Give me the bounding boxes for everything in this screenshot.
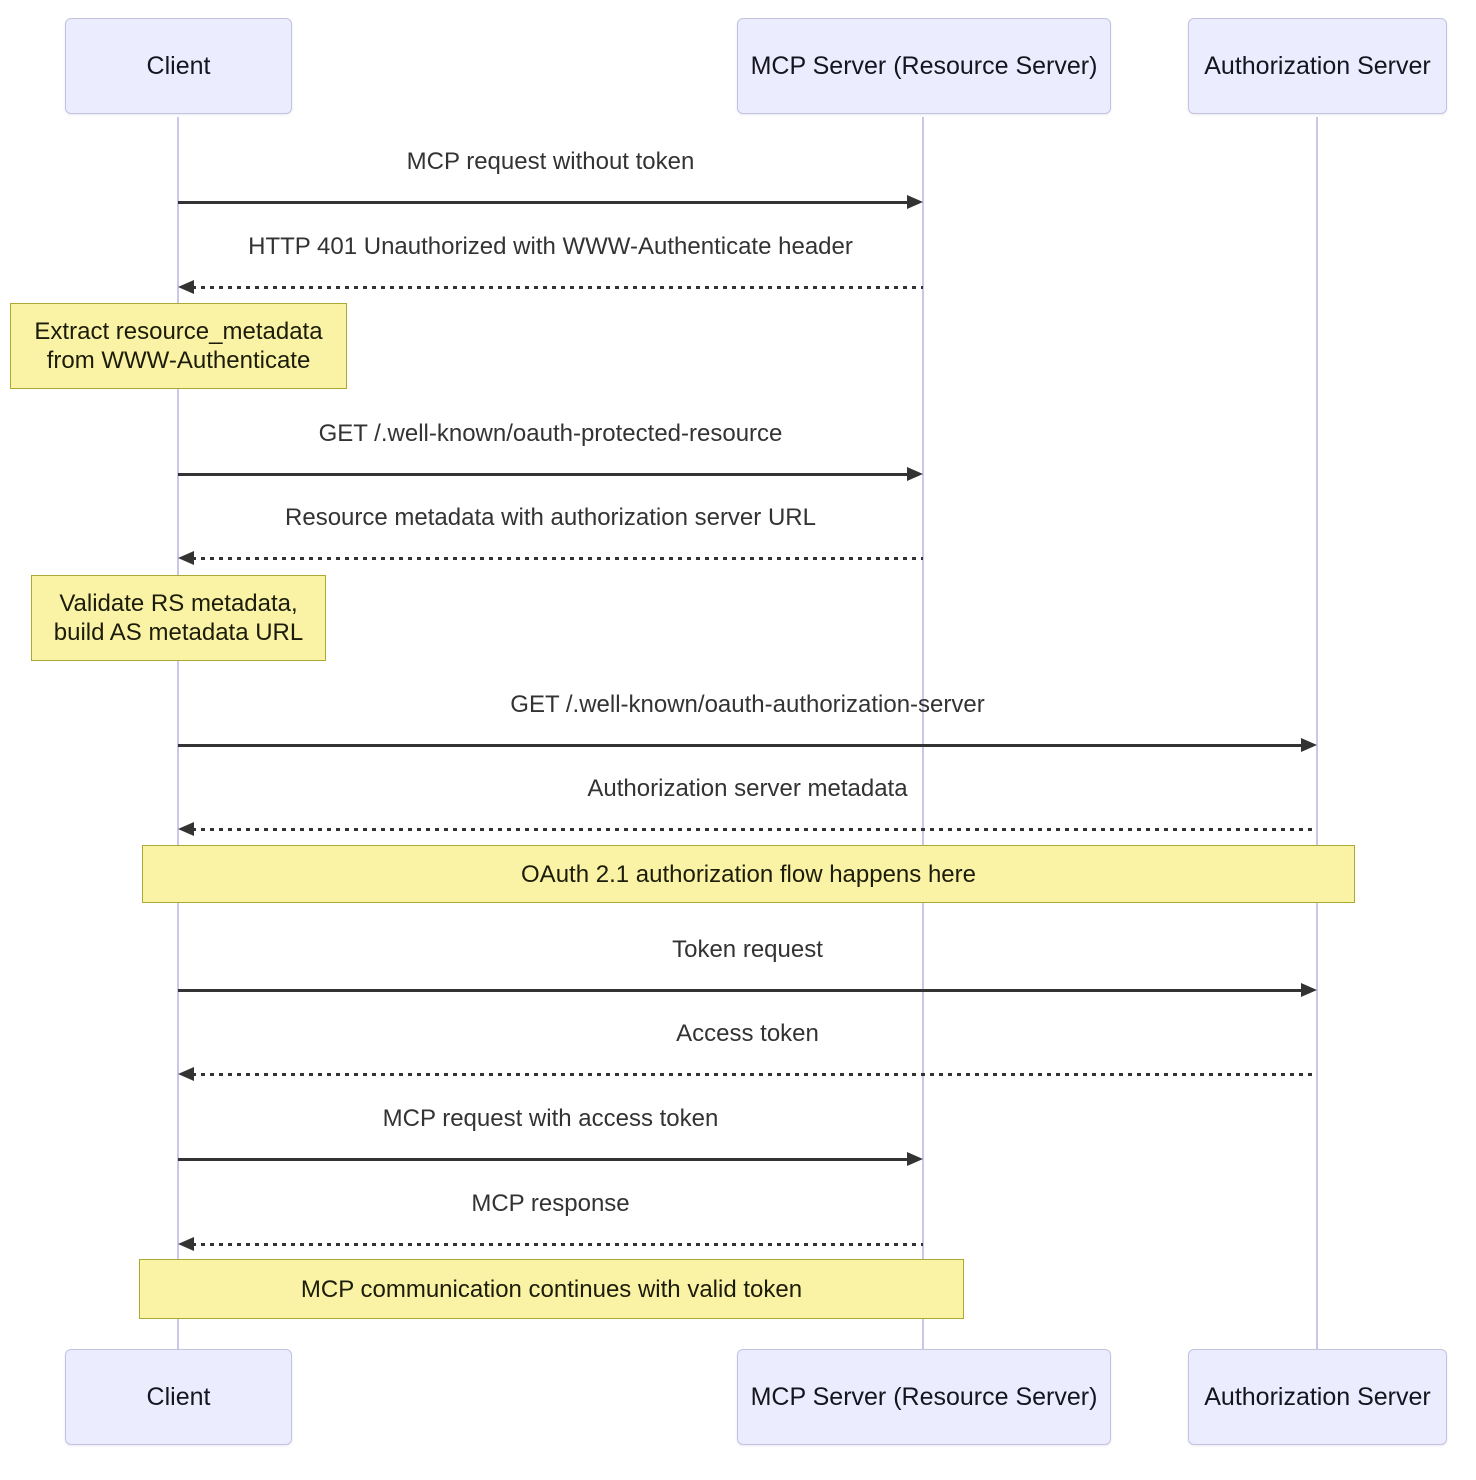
actor-mcp-server-bottom: MCP Server (Resource Server) — [737, 1349, 1111, 1445]
actor-client-label: Client — [146, 51, 211, 80]
message-label: GET /.well-known/oauth-protected-resourc… — [318, 420, 783, 447]
message-label: MCP request with access token — [382, 1105, 719, 1132]
message-label: Access token — [676, 1020, 819, 1047]
note-line: OAuth 2.1 authorization flow happens her… — [521, 860, 976, 888]
actor-authorization-server-bottom: Authorization Server — [1188, 1349, 1447, 1445]
lifeline-mcp-server — [922, 117, 924, 1349]
message-label: MCP request without token — [406, 148, 695, 175]
message-label: MCP response — [471, 1190, 630, 1217]
arrowhead-right-icon — [1301, 983, 1317, 997]
message-label: Resource metadata with authorization ser… — [285, 504, 816, 531]
message-line — [178, 744, 1301, 747]
arrowhead-right-icon — [907, 1152, 923, 1166]
message-line — [178, 473, 909, 476]
arrowhead-left-icon — [178, 280, 194, 294]
note-line: Extract resource_metadata — [34, 318, 323, 345]
message-line — [178, 1158, 909, 1161]
message-line — [192, 286, 923, 289]
message-label: HTTP 401 Unauthorized with WWW-Authentic… — [248, 233, 853, 260]
arrowhead-left-icon — [178, 551, 194, 565]
note-mcp-communication-continues: MCP communication continues with valid t… — [139, 1259, 964, 1319]
arrowhead-left-icon — [178, 822, 194, 836]
lifeline-client — [177, 117, 179, 1349]
actor-client-bottom: Client — [65, 1349, 292, 1445]
note-line: Validate RS metadata, — [59, 590, 298, 617]
actor-authorization-server-top: Authorization Server — [1188, 18, 1447, 114]
note-line: build AS metadata URL — [53, 619, 304, 646]
message-line — [192, 557, 923, 560]
actor-mcp-server-top: MCP Server (Resource Server) — [737, 18, 1111, 114]
message-line — [178, 989, 1301, 992]
message-line — [192, 1243, 923, 1246]
actor-client-label: Client — [146, 1382, 211, 1411]
message-line — [192, 1073, 1317, 1076]
arrowhead-right-icon — [907, 195, 923, 209]
actor-mcp-server-label: MCP Server (Resource Server) — [750, 51, 1098, 80]
arrowhead-right-icon — [907, 467, 923, 481]
actor-authorization-server-label: Authorization Server — [1204, 51, 1431, 80]
message-line — [192, 828, 1317, 831]
note-oauth-flow-band: OAuth 2.1 authorization flow happens her… — [142, 845, 1355, 903]
arrowhead-left-icon — [178, 1237, 194, 1251]
note-line: MCP communication continues with valid t… — [300, 1275, 803, 1303]
note-extract-resource-metadata: Extract resource_metadata from WWW-Authe… — [10, 303, 347, 389]
note-line: from WWW-Authenticate — [46, 347, 311, 374]
lifeline-authorization-server — [1316, 117, 1318, 1349]
actor-mcp-server-label: MCP Server (Resource Server) — [750, 1382, 1098, 1411]
message-label: Token request — [672, 936, 823, 963]
message-label: GET /.well-known/oauth-authorization-ser… — [510, 691, 985, 718]
message-line — [178, 201, 909, 204]
note-validate-rs-metadata: Validate RS metadata, build AS metadata … — [31, 575, 326, 661]
message-label: Authorization server metadata — [587, 775, 908, 802]
arrowhead-left-icon — [178, 1067, 194, 1081]
arrowhead-right-icon — [1301, 738, 1317, 752]
actor-authorization-server-label: Authorization Server — [1204, 1382, 1431, 1411]
actor-client-top: Client — [65, 18, 292, 114]
